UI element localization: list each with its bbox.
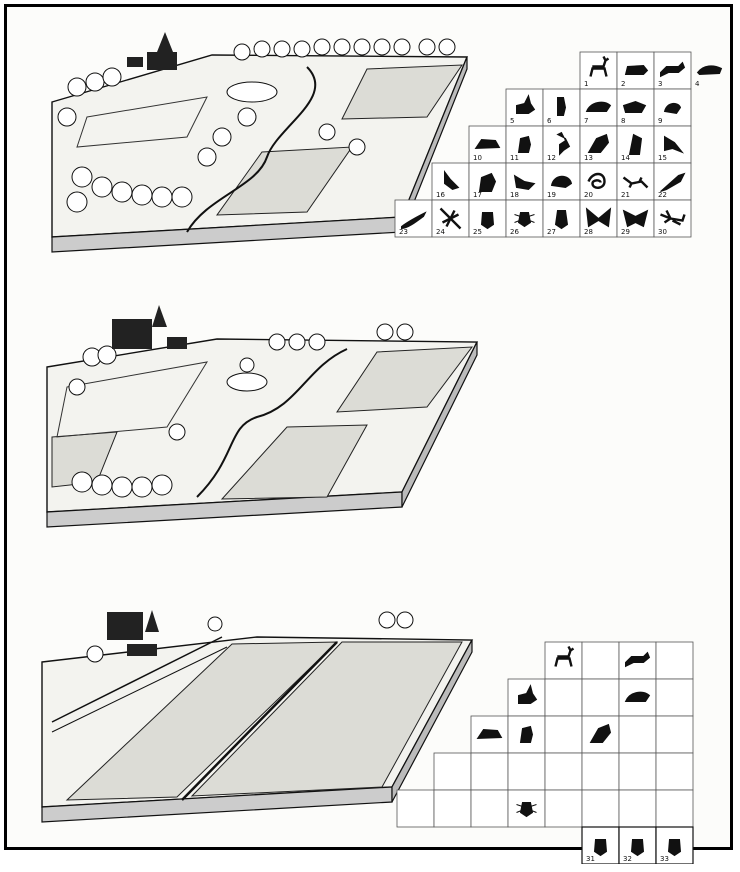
grid-cell: [656, 679, 693, 716]
grid-cell: [471, 790, 508, 827]
grid-cell: [434, 790, 471, 827]
grid-cell: [582, 679, 619, 716]
grid-cell: [397, 790, 434, 827]
grid-cell: [619, 790, 656, 827]
grid-cell: [656, 790, 693, 827]
grid-cell: [619, 753, 656, 790]
grid-cell: [508, 753, 545, 790]
grid-cell: [545, 642, 582, 679]
rat-icon: [521, 727, 533, 743]
beetle-icon: [669, 840, 681, 856]
grid-cell: [545, 753, 582, 790]
beetle-icon: [595, 840, 607, 856]
grid-cell: [656, 753, 693, 790]
grid-cell: [434, 753, 471, 790]
beetle-icon: [632, 840, 644, 856]
species-number: 32: [623, 855, 632, 863]
grid-cell: [582, 642, 619, 679]
grid-cell: [545, 679, 582, 716]
grid-cell: [656, 642, 693, 679]
grid-cell: [545, 716, 582, 753]
grid-cell: [582, 790, 619, 827]
species-grid-3: 31 32 33: [7, 7, 736, 864]
grid-cell: [545, 790, 582, 827]
species-number: 31: [586, 855, 595, 863]
grid-cell: [656, 716, 693, 753]
species-number: 33: [660, 855, 669, 863]
grid-cell: [471, 753, 508, 790]
grid-cell: [619, 716, 656, 753]
grid-cell: [582, 753, 619, 790]
